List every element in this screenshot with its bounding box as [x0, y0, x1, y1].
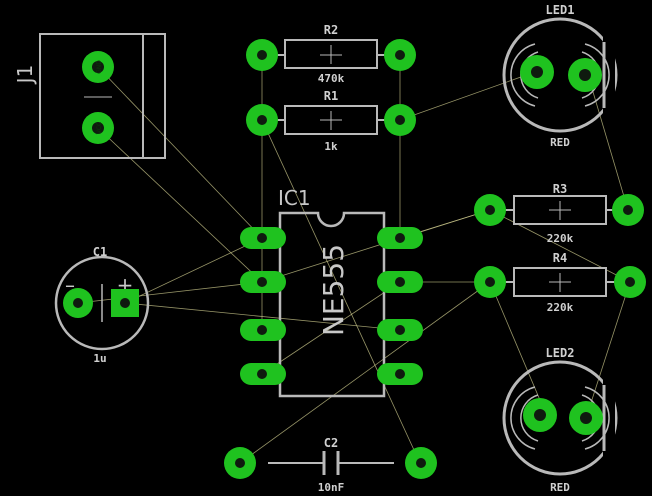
j1-ref: J1 — [13, 65, 37, 86]
capacitor-c2: C2 10nF — [224, 436, 437, 494]
led1-drill — [579, 69, 591, 81]
r3-value: 220k — [547, 232, 574, 245]
c2-value: 10nF — [318, 481, 345, 494]
c2-drill — [416, 458, 426, 468]
led1-value: RED — [550, 136, 570, 149]
j1-drill — [92, 122, 104, 134]
ic1-drill — [257, 369, 267, 379]
led2-drill — [534, 409, 546, 421]
capacitor-c1: C1 – + 1u — [54, 245, 150, 365]
airwire — [587, 281, 631, 413]
airwire — [97, 127, 263, 283]
ic1-drill — [395, 369, 405, 379]
ic1-value: NE555 — [317, 244, 350, 336]
c1-drill — [120, 298, 130, 308]
ic-ic1: IC1 NE555 — [240, 186, 423, 398]
airwire — [587, 74, 629, 211]
led2-drill — [580, 412, 592, 424]
j1-pin-vcc-label: VCC — [96, 122, 103, 134]
r3-drill — [623, 205, 633, 215]
ic1-ref: IC1 — [278, 186, 311, 210]
r1-ref: R1 — [324, 89, 338, 103]
c1-value: 1u — [93, 352, 106, 365]
ic1-drill — [395, 277, 405, 287]
resistor-r1: R1 1k — [246, 89, 416, 153]
r4-drill — [625, 277, 635, 287]
j1-pin-gnd-label: GND — [96, 60, 103, 74]
led2-ref: LED2 — [546, 346, 575, 360]
r1-value: 1k — [324, 140, 338, 153]
airwire — [97, 66, 263, 239]
led-led1: LED1 RED — [502, 3, 618, 149]
r1-drill — [395, 115, 405, 125]
c1-drill — [73, 298, 83, 308]
led2-value: RED — [550, 481, 570, 494]
r1-drill — [257, 115, 267, 125]
ic1-drill — [257, 277, 267, 287]
ic1-drill — [395, 233, 405, 243]
r2-drill — [257, 50, 267, 60]
airwire — [124, 302, 401, 331]
airwire — [77, 281, 263, 304]
r4-drill — [485, 277, 495, 287]
airwire — [489, 281, 546, 413]
led1-drill — [531, 66, 543, 78]
connector-j1: J1 GND VCC — [13, 33, 166, 159]
r3-drill — [485, 205, 495, 215]
resistor-r3: R3 220k — [474, 182, 644, 245]
ic1-drill — [395, 325, 405, 335]
j1-drill — [92, 61, 104, 73]
r3-ref: R3 — [553, 182, 567, 196]
resistor-r2: R2 470k — [246, 23, 416, 85]
r4-value: 220k — [547, 301, 574, 314]
c1-ref: C1 — [93, 245, 107, 259]
led1-ref: LED1 — [546, 3, 575, 17]
r2-drill — [395, 50, 405, 60]
ic1-drill — [257, 233, 267, 243]
airwire — [261, 281, 401, 375]
resistor-r4: R4 220k — [474, 251, 646, 314]
airwire — [239, 281, 491, 464]
led-led2: LED2 RED — [502, 346, 618, 494]
c2-ref: C2 — [324, 436, 338, 450]
r2-ref: R2 — [324, 23, 338, 37]
r2-value: 470k — [318, 72, 345, 85]
r4-ref: R4 — [553, 251, 567, 265]
airwire — [124, 237, 263, 304]
airwire — [399, 71, 536, 121]
c2-drill — [235, 458, 245, 468]
c1-minus: – — [65, 273, 75, 297]
ic1-drill — [257, 325, 267, 335]
airwire — [261, 119, 421, 464]
ratsnest-wires — [77, 55, 631, 464]
airwire — [261, 209, 491, 283]
